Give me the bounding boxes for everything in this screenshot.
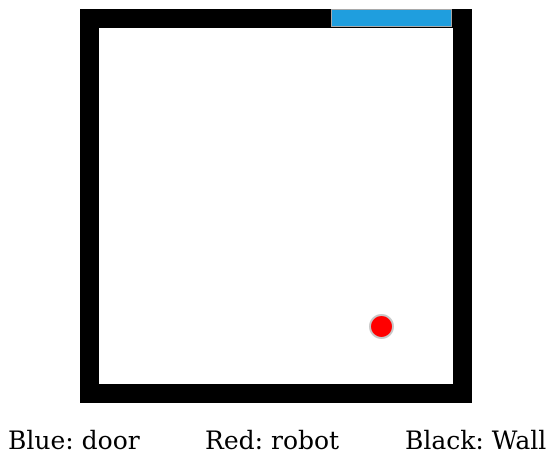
legend-robot: Red: robot — [205, 426, 340, 455]
wall-left — [80, 9, 99, 403]
legend-wall: Black: Wall — [405, 426, 547, 455]
legend-door: Blue: door — [8, 426, 140, 455]
wall-bottom — [80, 384, 472, 403]
door — [331, 9, 452, 27]
wall-right — [453, 9, 472, 403]
robot — [369, 314, 394, 339]
